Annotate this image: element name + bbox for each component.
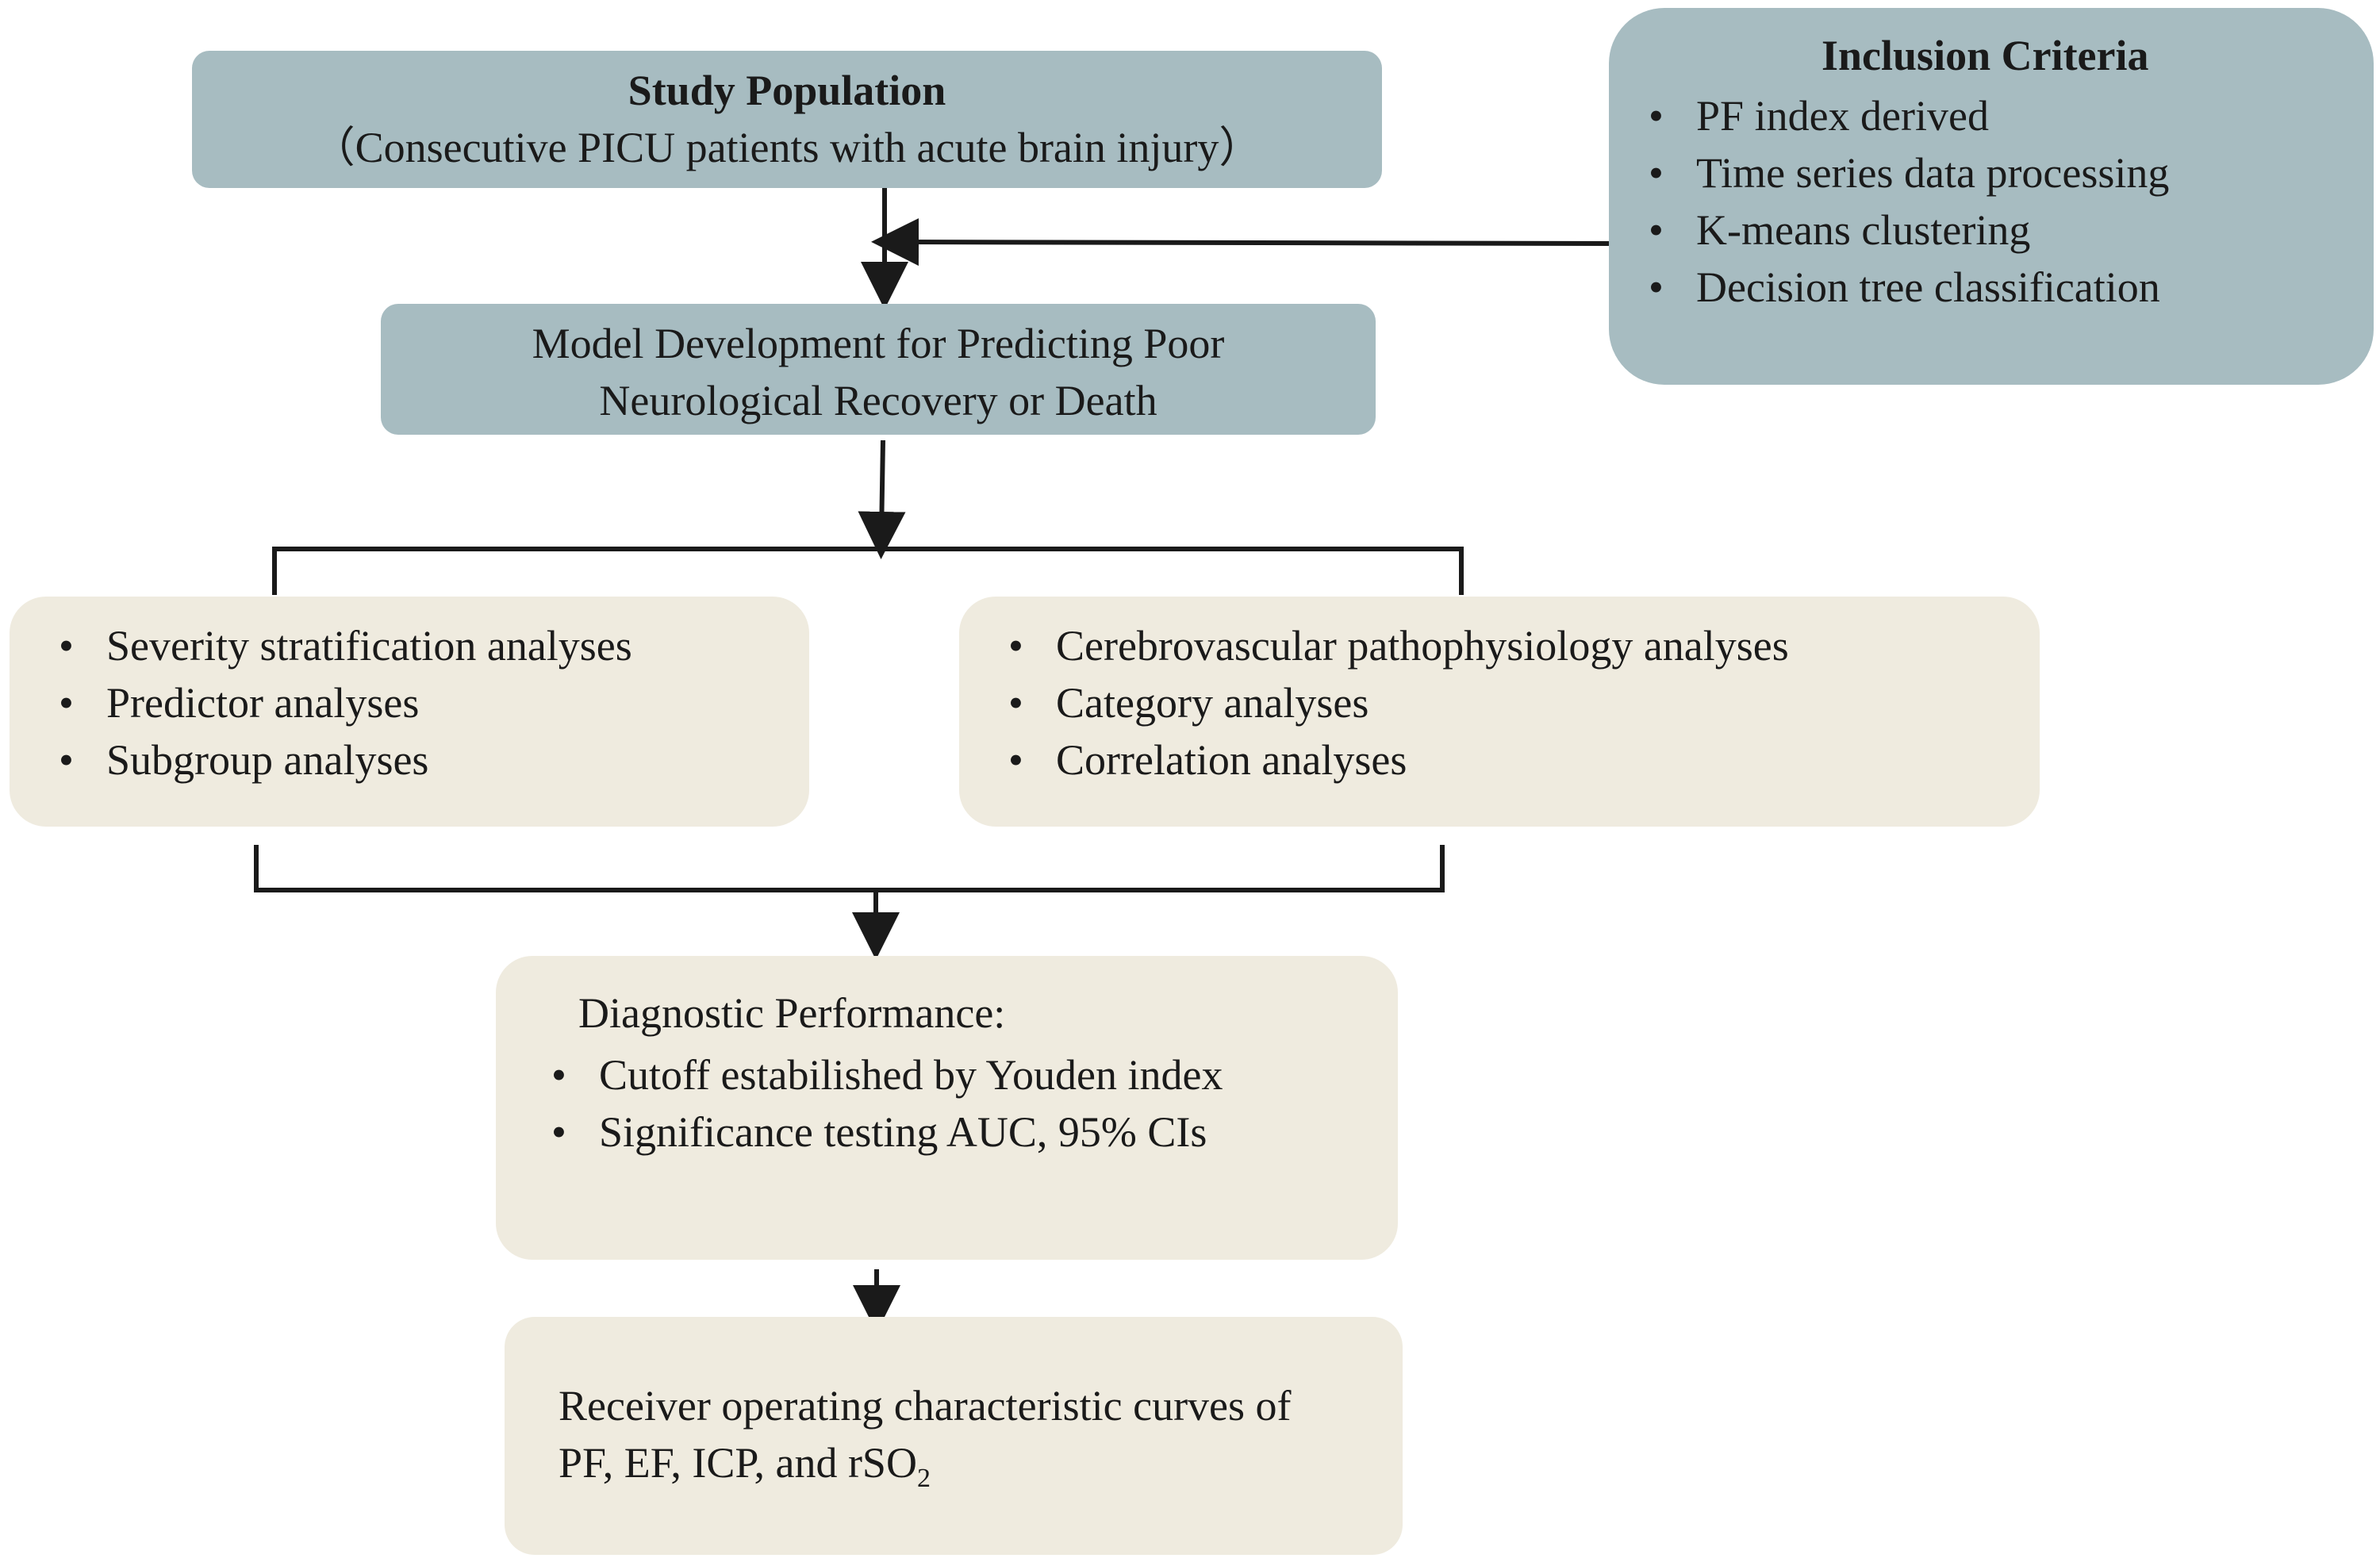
list-item: •Subgroup analyses [51,731,809,789]
bullet-icon: • [1008,622,1023,670]
bullet-icon: • [59,622,74,670]
bullet-icon: • [551,1108,566,1156]
model-development-box: Model Development for Predicting Poor Ne… [381,304,1376,435]
list-item: •Severity stratification analyses [51,617,809,674]
bullet-icon: • [1008,679,1023,727]
arrow-model-to-split [858,439,906,559]
right-analyses-list: •Cerebrovascular pathophysiology analyse… [1000,617,2040,789]
inclusion-criteria-title: Inclusion Criteria [1821,32,2149,79]
list-item: •Significance testing AUC, 95% CIs [543,1103,1398,1161]
bullet-icon: • [551,1051,566,1099]
right-analyses-box: •Cerebrovascular pathophysiology analyse… [959,597,2040,827]
list-item: •K-means clustering [1641,201,2374,259]
inclusion-criteria-list: •PF index derived •Time series data proc… [1641,87,2374,316]
diagnostic-performance-title: Diagnostic Performance: [578,989,1006,1037]
left-analyses-list: •Severity stratification analyses •Predi… [51,617,809,789]
bullet-icon: • [59,679,74,727]
diagnostic-performance-box: Diagnostic Performance: •Cutoff estabili… [496,956,1398,1260]
study-population-subtitle: （Consecutive PICU patients with acute br… [312,124,1262,171]
list-item: •Predictor analyses [51,674,809,731]
bullet-icon: • [1649,149,1664,197]
roc-line1: Receiver operating characteristic curves… [559,1382,1292,1430]
bullet-icon: • [1649,206,1664,254]
arrow-inclusion-to-main [871,218,1611,267]
model-development-line2: Neurological Recovery or Death [599,377,1157,424]
study-population-box: Study Population （Consecutive PICU patie… [192,51,1382,188]
bullet-icon: • [1649,92,1664,140]
bullet-icon: • [1008,736,1023,784]
top-bracket [272,547,1464,595]
roc-box: Receiver operating characteristic curves… [505,1317,1403,1555]
list-item: •Cutoff estabilished by Youden index [543,1046,1398,1103]
bullet-icon: • [59,736,74,784]
left-analyses-box: •Severity stratification analyses •Predi… [10,597,809,827]
list-item: •Category analyses [1000,674,2040,731]
list-item: •Cerebrovascular pathophysiology analyse… [1000,617,2040,674]
study-population-title: Study Population [628,67,946,114]
list-item: •Decision tree classification [1641,259,2374,316]
roc-line2: PF, EF, ICP, and rSO2 [559,1439,931,1493]
model-development-line1: Model Development for Predicting Poor [532,320,1225,367]
inclusion-criteria-box: Inclusion Criteria •PF index derived •Ti… [1609,8,2374,385]
list-item: •PF index derived [1641,87,2374,144]
list-item: •Time series data processing [1641,144,2374,201]
list-item: •Correlation analyses [1000,731,2040,789]
diagnostic-performance-list: •Cutoff estabilished by Youden index •Si… [543,1046,1398,1161]
bottom-bracket [254,845,1445,892]
bullet-icon: • [1649,263,1664,311]
